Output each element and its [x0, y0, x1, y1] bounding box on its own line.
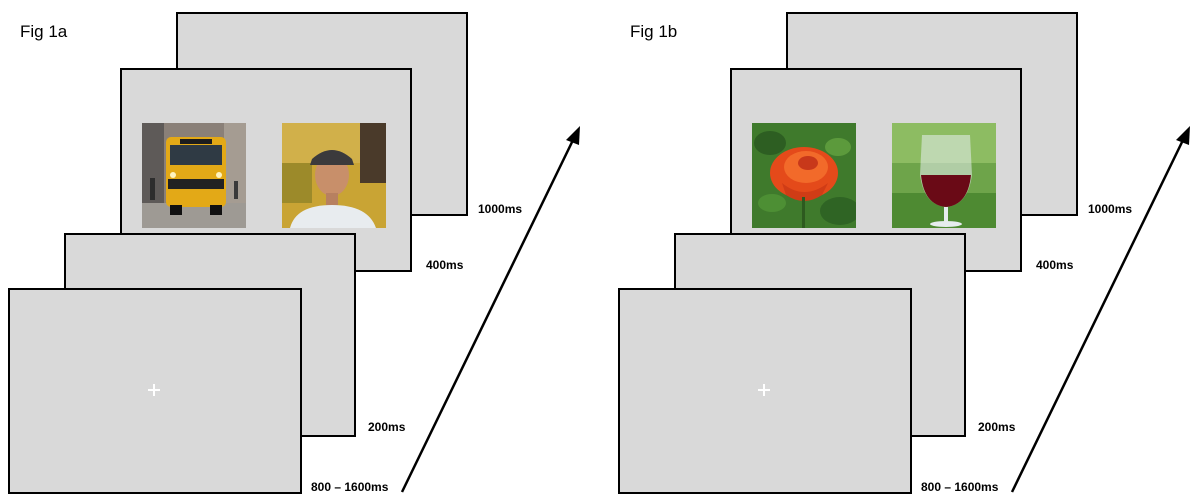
fixation-cross-icon: [756, 382, 772, 398]
time-arrow-icon: [1010, 126, 1190, 493]
school-bus-image: [142, 123, 246, 228]
figure-title: Fig 1a: [20, 22, 68, 41]
panel-fig-1a: Fig 1a 1000ms: [8, 12, 580, 494]
figure-title: Fig 1b: [630, 22, 678, 41]
duration-label-fixation: 800 – 1600ms: [311, 480, 389, 494]
duration-label-blank: 200ms: [368, 420, 406, 434]
orange-rose-image: [752, 123, 856, 228]
wine-glass-image: [892, 123, 996, 228]
duration-label-blank-back: 1000ms: [478, 202, 523, 216]
duration-label-blank: 200ms: [978, 420, 1016, 434]
duration-label-fixation: 800 – 1600ms: [921, 480, 999, 494]
stimulus-screen: [730, 68, 1022, 272]
stimulus-screen: [120, 68, 412, 272]
young-man-image: [282, 123, 386, 228]
fixation-cross-icon: [146, 382, 162, 398]
duration-label-blank-back: 1000ms: [1088, 202, 1133, 216]
panel-fig-1b: Fig 1b 1000ms: [610, 0, 1192, 498]
time-arrow-icon: [400, 126, 580, 493]
fixation-screen: [618, 288, 912, 494]
fixation-screen: [8, 288, 302, 494]
duration-label-stimulus: 400ms: [426, 258, 464, 272]
duration-label-stimulus: 400ms: [1036, 258, 1074, 272]
